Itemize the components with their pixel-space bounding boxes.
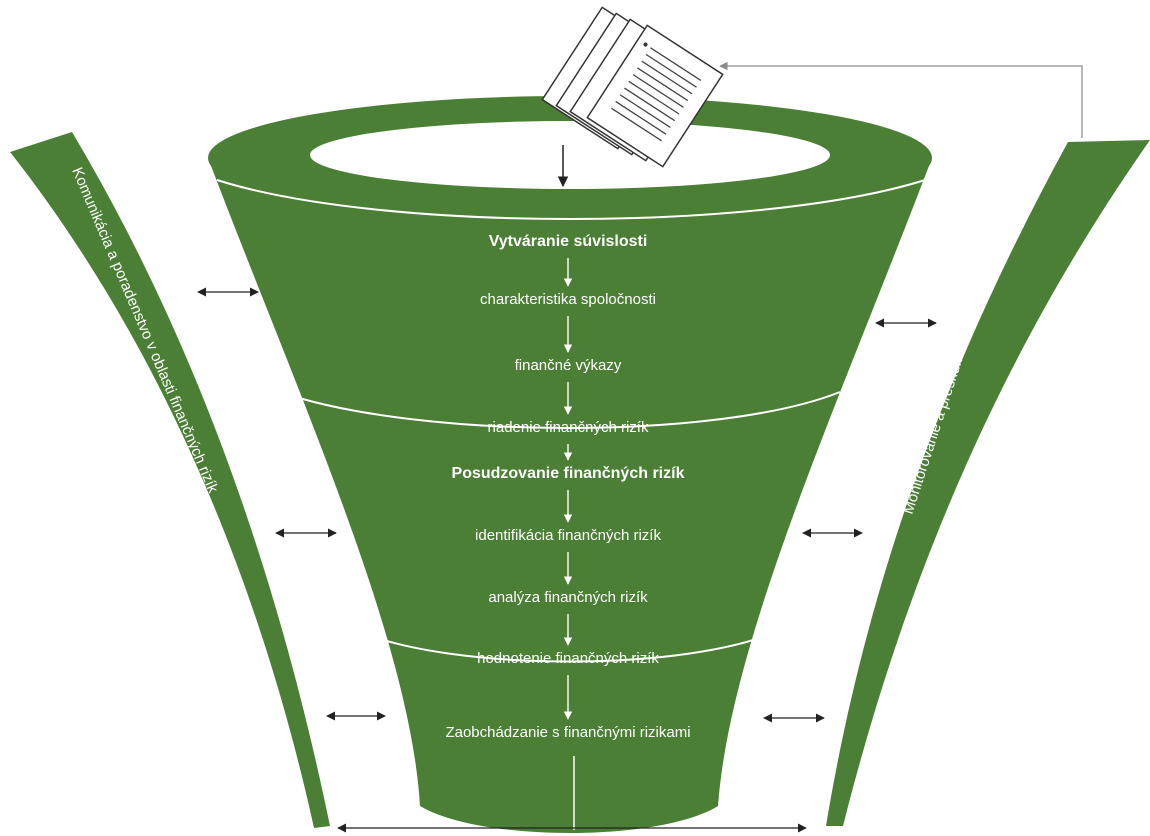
funnel-steps: Vytváranie súvislosti charakteristika spo…	[445, 233, 690, 741]
funnel-step-label: riadenie finančných rizík	[488, 419, 649, 436]
funnel-step-label: Vytváranie súvislosti	[489, 233, 648, 250]
funnel-step-label: identifikácia finančných rizík	[475, 527, 661, 544]
feedback-connector	[719, 61, 1083, 138]
left-band-label: Komunikácia a poradenstvo v oblasti fina…	[68, 165, 221, 496]
funnel-step-label: analýza finančných rizík	[488, 589, 648, 606]
funnel-step-label: Zaobchádzanie s finančnými rizikami	[445, 724, 690, 741]
funnel-body	[208, 158, 932, 833]
funnel-step-label: Posudzovanie finančných rizík	[452, 465, 685, 482]
funnel-step-label: hodnotenie finančných rizík	[477, 650, 659, 667]
left-band-shape	[10, 132, 330, 828]
document-stack-icon	[541, 6, 724, 168]
funnel-step-label: finančné výkazy	[515, 357, 622, 374]
funnel-ring-line	[279, 391, 841, 429]
funnel-ring-line	[355, 629, 781, 663]
right-band-shape	[826, 140, 1150, 826]
funnel-ring-line	[216, 179, 926, 220]
funnel-opening	[310, 121, 830, 189]
funnel-step-label: charakteristika spoločnosti	[480, 291, 656, 308]
